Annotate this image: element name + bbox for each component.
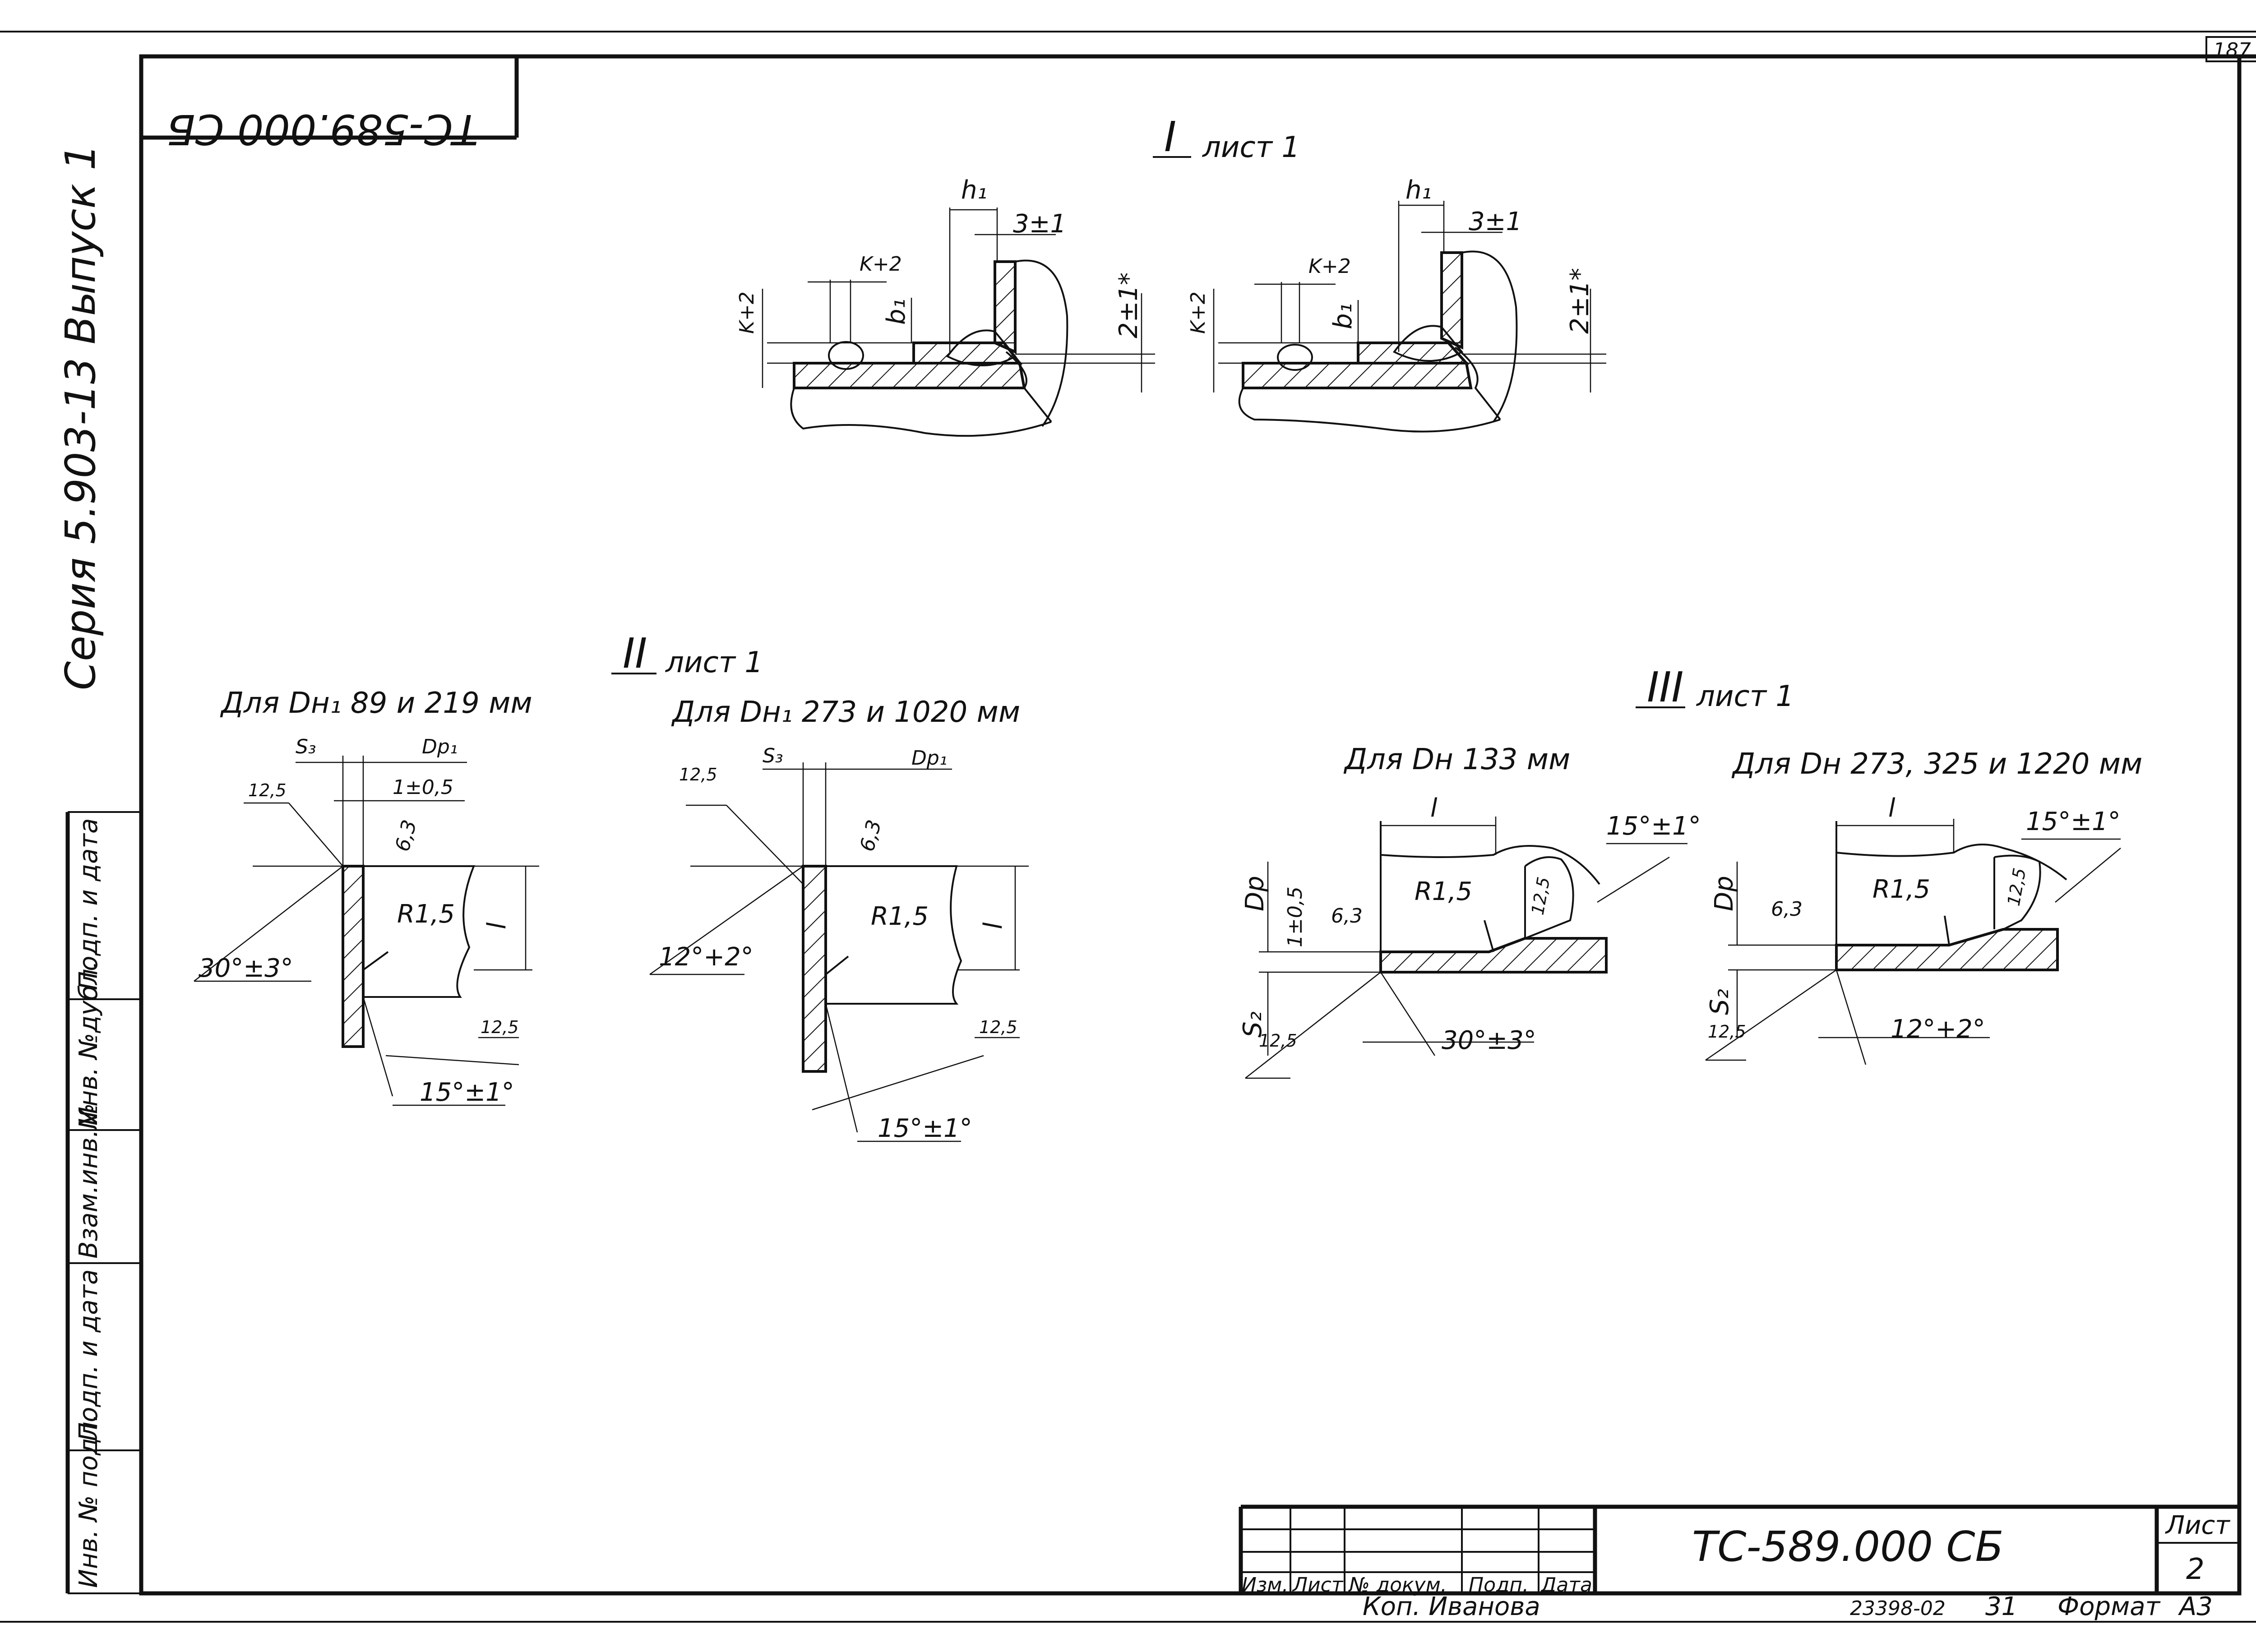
- view-1-heading: I лист 1: [1153, 113, 1300, 164]
- view-1-left-h1: h₁: [961, 175, 987, 205]
- view-2-detail-right: S₃ Dр₁ 12,5 6,3 R1,5 l 12°+2° 12,5 15°±1…: [649, 744, 1029, 1143]
- view-2-right-angle-top: 12°+2°: [659, 942, 754, 972]
- view-3-right-s2: S₂: [1705, 989, 1734, 1015]
- mirrored-stamp: ТС-589.000 СБ: [141, 56, 519, 153]
- view-1-right-k-upper: K+2: [1308, 255, 1351, 278]
- view-3-right-r-inner: 12,5: [2004, 867, 2030, 908]
- view-1-left-right-dim: 2±1*: [1114, 272, 1143, 338]
- view-2-right-caption: Для Dн₁ 273 и 1020 мм: [671, 696, 1020, 729]
- view-3-right-angle-top: 15°±1°: [2026, 807, 2121, 836]
- view-1-sheet: лист 1: [1202, 131, 1300, 164]
- view-2-left-l: l: [482, 922, 512, 929]
- view-3-left-dp: Dр: [1240, 876, 1270, 911]
- view-1-roman: I: [1164, 113, 1176, 161]
- strip-dup-inv: Инв. №дубл.: [74, 961, 103, 1126]
- format-label: Формат: [2057, 1592, 2161, 1621]
- view-3-left-s2: S₂: [1238, 1011, 1267, 1038]
- strip-sign-date-2: Подп. и дата: [74, 1269, 103, 1441]
- sheet-number: 187: [2213, 39, 2251, 62]
- view-2-right-r-top: 12,5: [679, 765, 717, 784]
- mirrored-stamp-code: ТС-589.000 СБ: [166, 105, 478, 153]
- view-3-detail-right: l 15°±1° Dр 6,3 R1,5 12,5 S₂ 12,5 12°+2°: [1705, 794, 2121, 1065]
- view-2-left-angle-bottom: 15°±1°: [420, 1078, 514, 1107]
- col-header-date: Дата: [1540, 1574, 1592, 1597]
- view-3-sheet: лист 1: [1696, 680, 1794, 713]
- title-block: ТС-589.000 СБ Изм. Лист № докум. Подп. Д…: [1239, 1504, 2239, 1621]
- view-1-left-k-side: K+2: [735, 291, 758, 334]
- view-3-left-angle-top: 15°±1°: [1606, 812, 1701, 841]
- format-value: А3: [2178, 1592, 2213, 1621]
- view-1-right-h1: h₁: [1405, 175, 1432, 205]
- view-3-left-r-inner: 12,5: [1528, 876, 1554, 917]
- view-2-right-s3: S₃: [763, 744, 783, 767]
- view-2-right-r63: 6,3: [855, 817, 886, 854]
- col-header-izm: Изм.: [1242, 1574, 1289, 1597]
- view-3-left-angle-bottom: 30°±3°: [1442, 1026, 1536, 1055]
- view-1-right-gap: 3±1: [1469, 207, 1522, 236]
- view-2-left-r-top: 12,5: [248, 780, 287, 800]
- view-2-left-tol: 1±0,5: [393, 776, 453, 799]
- view-2-right-r-bottom: 12,5: [979, 1017, 1017, 1037]
- view-2-roman: II: [623, 629, 647, 678]
- view-3-left-caption: Для Dн 133 мм: [1343, 743, 1570, 776]
- view-3-left-r-bottom: 12,5: [1259, 1031, 1297, 1051]
- view-2-left-r63: 6,3: [391, 817, 421, 854]
- sheet-frame: [0, 31, 2256, 1623]
- strip-orig-inv: Инв. № подл.: [74, 1414, 103, 1588]
- sheet-value: 2: [2186, 1553, 2205, 1586]
- view-3-heading: III лист 1 Для Dн 133 мм Для Dн 273, 325…: [1343, 663, 2142, 781]
- view-2-left-caption: Для Dн₁ 89 и 219 мм: [220, 687, 532, 720]
- number-31: 31: [1985, 1592, 2017, 1621]
- view-2-left-s3: S₃: [296, 735, 316, 758]
- view-2-right-dp1: Dр₁: [911, 747, 947, 770]
- view-1-left-gap: 3±1: [1013, 209, 1066, 239]
- view-1-detail-right: h₁ 3±1 K+2 K+2 b₁ 2±1*: [1187, 175, 1606, 433]
- view-3-left-r63: 6,3: [1331, 904, 1363, 928]
- view-3-right-r63: 6,3: [1771, 898, 1803, 921]
- view-1-left-k-upper: K+2: [860, 253, 902, 276]
- view-3-right-dp: Dр: [1710, 876, 1739, 911]
- col-header-list: Лист: [1292, 1574, 1344, 1597]
- view-2-right-radius: R1,5: [871, 902, 929, 931]
- col-header-sign: Подп.: [1469, 1574, 1529, 1597]
- view-2-right-l: l: [979, 922, 1008, 929]
- view-1-right-k-side: K+2: [1187, 291, 1210, 334]
- series-label: Серия 5.903-13 Выпуск 1: [56, 144, 105, 690]
- view-3-left-tol: 1±0,5: [1284, 886, 1307, 947]
- view-1-detail-left: h₁ 3±1 K+2 K+2 b₁ 2±1*: [735, 175, 1155, 437]
- view-1-right-right-dim: 2±1*: [1565, 268, 1595, 334]
- order-number: 23398-02: [1850, 1597, 1946, 1620]
- view-3-right-angle-bottom: 12°+2°: [1891, 1015, 1985, 1044]
- left-strip: Подп. и дата Инв. №дубл. Взам.инв.№ Подп…: [74, 818, 103, 1588]
- view-3-right-r-bottom: 12,5: [1708, 1022, 1746, 1042]
- view-2-left-angle-top: 30°±3°: [199, 954, 293, 983]
- col-header-doc: № докум.: [1348, 1574, 1447, 1597]
- view-2-detail-left: S₃ Dр₁ 1±0,5 12,5 6,3 R1,5 l 30°±3° 12,5…: [194, 735, 539, 1107]
- view-1-right-b1: b₁: [1328, 303, 1358, 329]
- view-3-right-caption: Для Dн 273, 325 и 1220 мм: [1731, 748, 2142, 781]
- view-2-left-radius: R1,5: [397, 900, 455, 929]
- view-2-heading: II лист 1 Для Dн₁ 89 и 219 мм Для Dн₁ 27…: [220, 629, 1020, 729]
- view-3-roman: III: [1647, 663, 1683, 711]
- view-2-left-r-bottom: 12,5: [481, 1017, 519, 1037]
- view-3-left-radius: R1,5: [1415, 877, 1472, 906]
- view-3-detail-left: l 15°±1° Dр 1±0,5 6,3 R1,5 12,5 S₂ 12,5 …: [1238, 794, 1701, 1079]
- strip-replace-inv: Взам.инв.№: [74, 1103, 103, 1259]
- copied-by: Коп. Иванова: [1363, 1592, 1540, 1621]
- view-3-left-l: l: [1430, 794, 1438, 823]
- sheet-label: Лист: [2165, 1511, 2230, 1540]
- title-doc-code: ТС-589.000 СБ: [1692, 1523, 2004, 1571]
- view-3-right-radius: R1,5: [1872, 875, 1930, 904]
- view-1-left-b1: b₁: [882, 299, 911, 325]
- view-2-right-angle-bottom: 15°±1°: [878, 1114, 972, 1143]
- view-3-right-l: l: [1888, 794, 1895, 823]
- sheet-number-box: 187: [2205, 36, 2256, 62]
- strip-sign-date-1: Подп. и дата: [74, 818, 103, 990]
- view-2-sheet: лист 1: [665, 646, 763, 679]
- view-2-left-dp1: Dр₁: [422, 735, 458, 758]
